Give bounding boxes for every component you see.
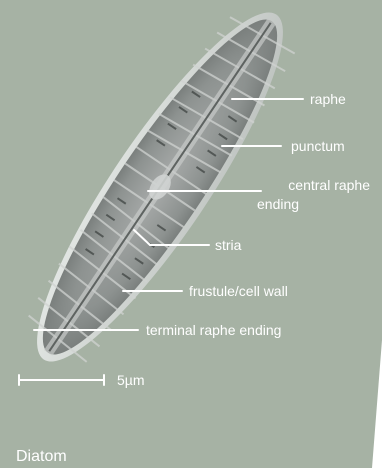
- label-stria: stria: [215, 237, 241, 253]
- label-raphe: raphe: [310, 91, 346, 107]
- label-punctum: punctum: [291, 138, 345, 154]
- label-central-raphe-ending-line1: central raphe: [266, 177, 370, 193]
- scale-bar-label: 5µm: [117, 372, 145, 388]
- label-frustule: frustule/cell wall: [189, 283, 288, 299]
- label-terminal-raphe-ending: terminal raphe ending: [146, 322, 281, 338]
- label-central-raphe-ending-line2: ending: [257, 196, 299, 212]
- figure-caption: Diatom: [16, 448, 67, 466]
